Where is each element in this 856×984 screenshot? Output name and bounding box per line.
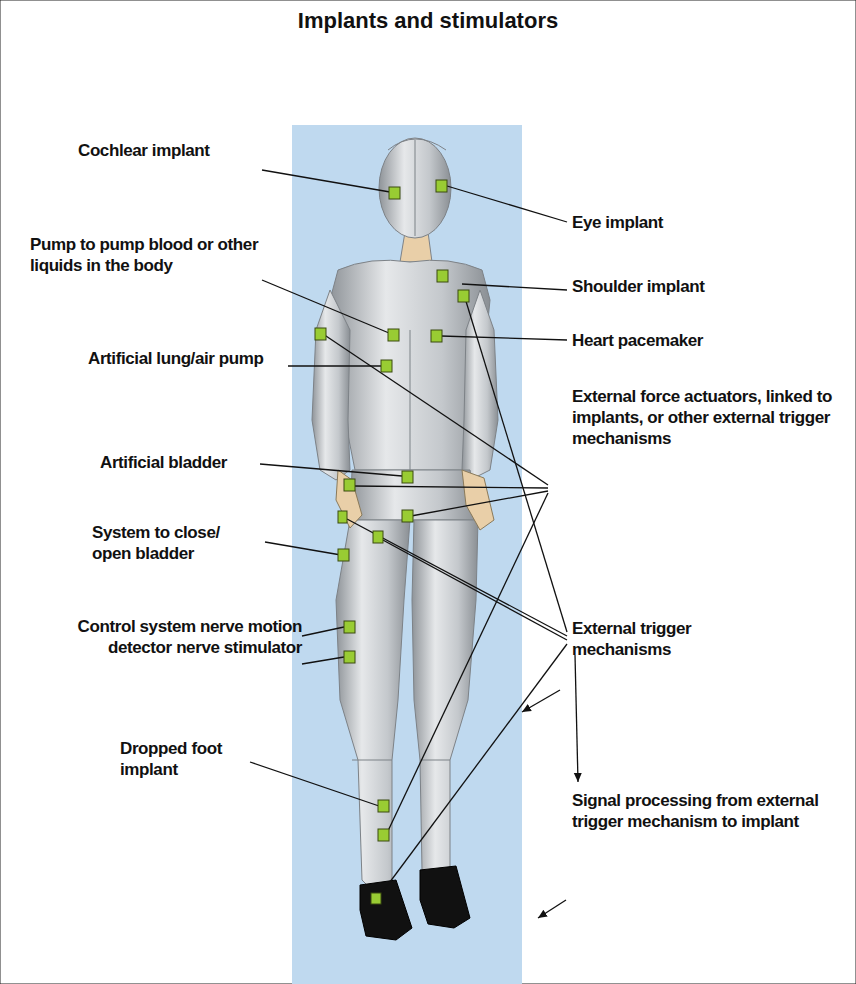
implant-label: Control system nerve motion detector ner…: [30, 616, 302, 658]
implant-label: External trigger mechanisms: [572, 618, 772, 660]
implant-label: Heart pacemaker: [572, 330, 792, 351]
implant-label: Shoulder implant: [572, 276, 792, 297]
implant-label: Artificial bladder: [100, 452, 270, 473]
implant-label: Artificial lung/air pump: [88, 348, 288, 369]
implant-label: Cochlear implant: [78, 140, 278, 161]
implant-label: Signal processing from external trigger …: [572, 790, 822, 832]
implant-label: External force actuators, linked to impl…: [572, 386, 852, 449]
implant-label: System to close/ open bladder: [92, 522, 262, 564]
implant-label: Dropped foot implant: [120, 738, 250, 780]
implant-label: Eye implant: [572, 212, 772, 233]
implant-label: Pump to pump blood or other liquids in t…: [30, 234, 288, 276]
diagram-title: Implants and stimulators: [0, 8, 856, 34]
